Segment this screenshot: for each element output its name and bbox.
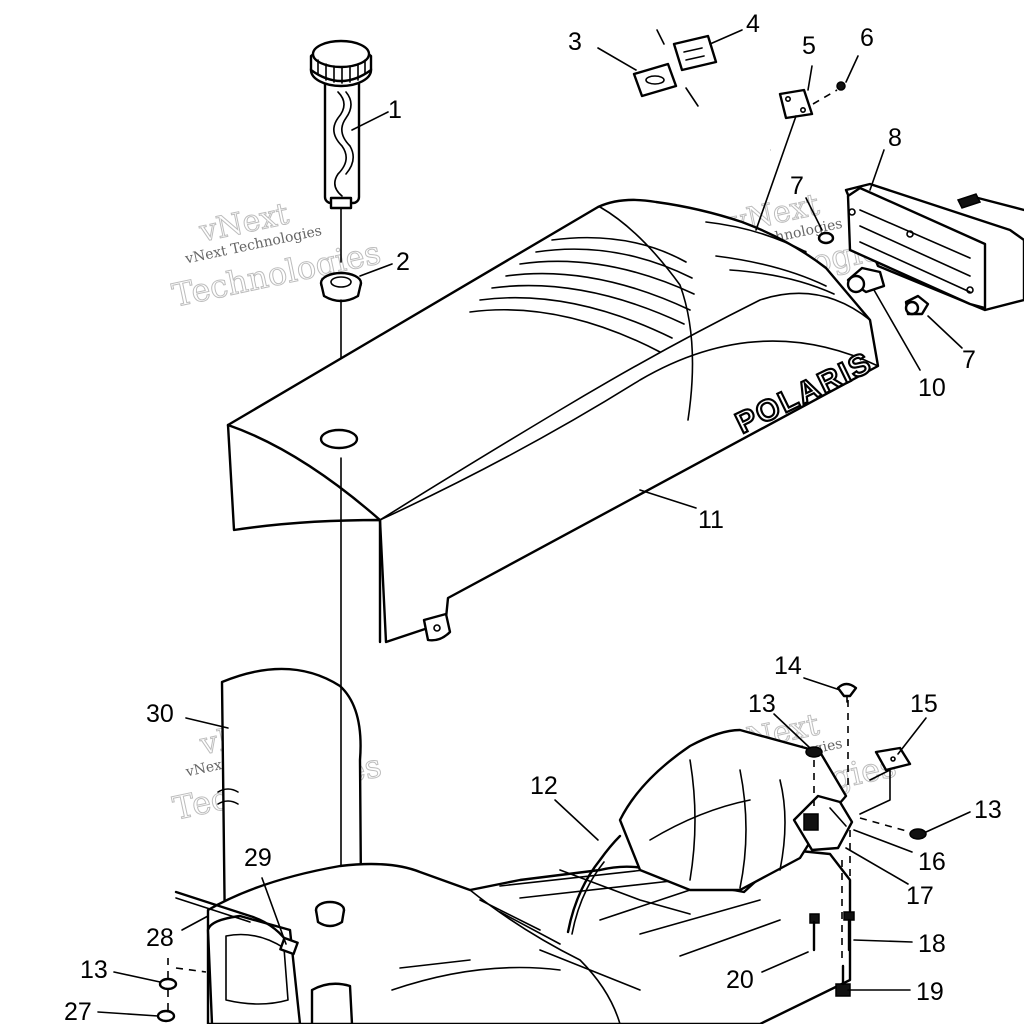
seat-support-pad [618,728,848,892]
callout-13-left: 13 [80,956,108,984]
clip-plate-4 [672,34,718,72]
bulb-10 [846,266,886,294]
callout-28: 28 [146,924,174,952]
callout-18: 18 [918,930,946,958]
nut-13-upper [805,746,823,758]
callout-7-upper: 7 [790,172,804,200]
callout-11: 11 [698,506,724,534]
callout-13-right: 13 [974,796,1002,824]
callout-10: 10 [918,374,946,402]
callout-3: 3 [568,28,582,56]
seat [226,198,880,644]
callout-14: 14 [774,652,802,680]
bulb-7-lower [904,294,930,316]
callout-4: 4 [746,10,760,38]
leader-line [685,87,699,107]
callout-29: 29 [244,844,272,872]
callout-20: 20 [726,966,754,994]
callout-19: 19 [916,978,944,1006]
callout-16: 16 [918,848,946,876]
callout-8: 8 [888,124,902,152]
callout-12: 12 [530,772,558,800]
screw-6 [836,81,846,91]
tank-filler-grommet [314,900,346,928]
callout-17: 17 [906,882,934,910]
nut-13-right [909,828,927,840]
taillight-housing [844,182,1024,312]
latch-bracket [792,794,854,852]
dashed-guide [859,817,911,833]
fuel-cap-gauge [309,39,373,210]
rivet-14 [836,682,858,703]
callout-15: 15 [910,690,938,718]
dashed-guide [167,958,207,978]
washer-27 [156,1009,176,1023]
clip-plate-3 [632,62,678,98]
grommet [319,271,363,303]
leader-lines [97,29,971,1017]
leader-line [656,29,665,45]
callouts: 1 2 3 4 5 6 7 7 8 10 11 12 13 13 13 14 1… [64,10,1002,1024]
dashed-guide [812,89,838,105]
callout-5: 5 [802,32,816,60]
hose-12 [566,834,622,935]
callout-13-upper: 13 [748,690,776,718]
callout-2: 2 [396,248,410,276]
bracket-plate-5 [778,88,814,120]
nut-13-left [158,977,178,991]
bolt-20 [809,913,820,952]
callout-30: 30 [146,700,174,728]
callout-6: 6 [860,24,874,52]
callout-7-lower: 7 [962,346,976,374]
callout-27: 27 [64,998,92,1024]
callout-1: 1 [388,96,402,124]
bolt-18 [843,911,855,952]
latch-plate [859,746,912,815]
bulb-socket-7-upper [817,231,835,245]
